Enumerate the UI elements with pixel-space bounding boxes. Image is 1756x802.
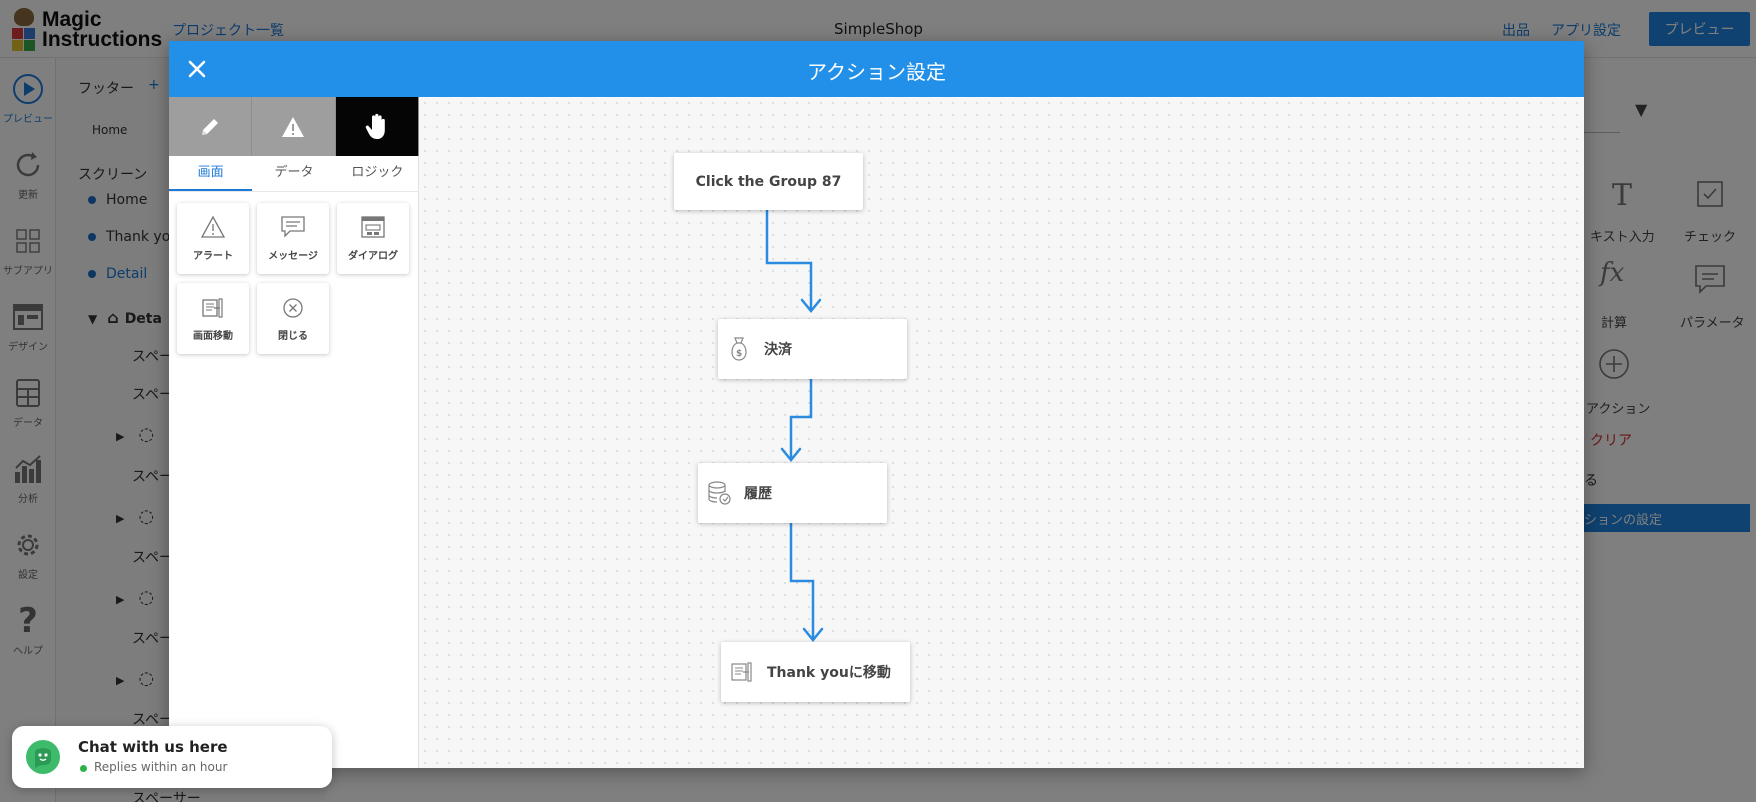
action-palette: 画面 データ ロジック アラート メッセージ ダイアログ 画面移動 閉じる [169,97,419,768]
chat-title: Chat with us here [78,738,228,756]
tile-label: メッセージ [268,251,318,262]
mode-tab-hand[interactable] [335,97,419,156]
tile-alert[interactable]: アラート [177,203,249,274]
tile-dialog[interactable]: ダイアログ [337,203,409,274]
database-icon [706,480,732,506]
mode-tabs [169,97,419,156]
flow-node-label: Click the Group 87 [695,173,842,190]
tab-data[interactable]: データ [274,165,314,180]
chat-avatar-icon [26,740,60,774]
connector-2 [789,379,813,458]
chat-widget[interactable]: Chat with us here Replies within an hour [12,726,332,788]
flow-connectors [765,210,824,642]
tile-label: 閉じる [278,331,308,342]
alert-icon [200,215,226,238]
pencil-icon [202,118,219,135]
dialog-icon [361,216,385,238]
modal-header: アクション設定 [169,41,1584,97]
warning-icon [282,116,305,137]
flow-node-label: Thank youに移動 [767,665,891,681]
flow-node-trigger[interactable]: Click the Group 87 [674,153,863,210]
modal-title: アクション設定 [807,60,946,84]
tile-screen-move[interactable]: 画面移動 [177,283,249,354]
tile-label: 画面移動 [193,331,233,342]
screen-move-icon [729,659,755,685]
tile-message[interactable]: メッセージ [257,203,329,274]
connector-1 [765,210,813,309]
tile-label: ダイアログ [348,251,398,262]
arrow-head-1 [800,298,822,313]
close-icon [188,60,206,78]
payment-bag-icon: $ [726,336,752,362]
tab-logic[interactable]: ロジック [351,165,404,180]
screen-move-icon [202,298,223,318]
tab-screen[interactable]: 画面 [169,156,253,191]
svg-text:$: $ [736,349,742,359]
connector-3 [789,523,815,638]
flow-node-history[interactable]: 履歴 [698,463,887,523]
category-tabs: 画面 データ ロジック [169,156,419,192]
flow-node-label: 決済 [764,342,792,358]
close-circle-icon [283,298,303,318]
mode-tab-edit[interactable] [169,97,253,156]
action-settings-modal: アクション設定 画面 データ ロジック アラート メッセージ [169,41,1584,768]
message-icon [281,216,305,238]
chat-subtitle: Replies within an hour [94,760,228,774]
flow-node-navigate[interactable]: Thank youに移動 [721,642,910,702]
close-button[interactable] [183,55,211,83]
arrow-head-3 [802,627,824,642]
tile-label: アラート [193,251,233,262]
hand-icon [365,113,385,139]
flow-canvas[interactable]: Click the Group 87 $ 決済 履歴 Thank youに移動 [419,97,1584,768]
arrow-head-2 [780,447,802,462]
flow-node-label: 履歴 [744,486,772,502]
online-status-dot [80,765,87,772]
mode-tab-warning[interactable] [252,97,336,156]
tile-close[interactable]: 閉じる [257,283,329,354]
flow-node-payment[interactable]: $ 決済 [718,319,907,379]
